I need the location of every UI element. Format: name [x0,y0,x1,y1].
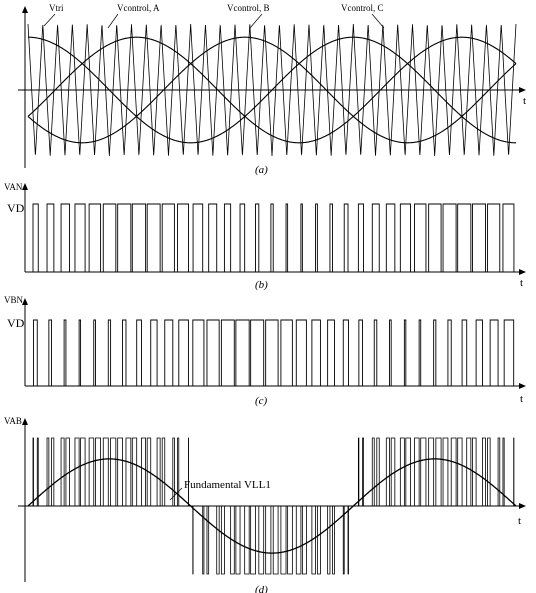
panel-a-axis-t: t [523,95,526,107]
panel-d: VAB t Fundamental VLL1 (d) [4,416,526,593]
panel-d-y-arrow [22,418,28,425]
panel-d-axis-t: t [518,515,521,527]
panel-c-y-label: VBN [4,295,24,305]
panel-b-x-arrow [519,269,526,275]
label-vcontrol-b: Vcontrol, B [227,3,270,13]
panel-a-y-arrow [22,6,28,13]
label-fundamental: Fundamental VLL1 [184,479,271,491]
panel-a-x-arrow [519,87,526,93]
panel-c-axis-t: t [520,393,523,405]
label-vcontrol-a: Vcontrol, A [117,3,160,13]
panel-b-y-label: VAN [4,182,23,192]
panel-b-axis-t: t [520,277,523,289]
panel-d-x-arrow [519,503,526,509]
fundamental-vll1-wave [27,458,517,554]
leader-ctrl-b [249,13,263,29]
panel-c-y-arrow [22,298,28,305]
carrier-triangle-wave [27,23,517,157]
caption-a: (a) [255,164,268,176]
control-wave-a [27,36,517,144]
caption-d: (d) [255,584,268,593]
label-vcontrol-c: Vcontrol, C [341,3,384,13]
panel-b: VAN VD t (b) [4,182,526,291]
caption-b: (b) [255,279,268,291]
panel-a: t Vtri Vcontrol, A Vcontrol, B Vcontrol,… [18,3,526,176]
leader-ctrl-c [371,13,385,29]
panel-c: VBN VD t (c) [4,295,526,407]
caption-c: (c) [255,395,268,407]
panel-d-y-label: VAB [4,416,22,426]
panel-c-x-arrow [519,383,526,389]
label-vtri: Vtri [49,3,64,13]
vab-pulse-train [28,437,516,575]
vbn-pulse-train [28,319,516,387]
leader-fundamental [169,487,183,501]
panel-b-vd-label: VD [7,201,25,215]
leader-ctrl-a [107,13,119,29]
control-wave-c [27,36,517,144]
panel-c-vd-label: VD [7,316,25,330]
leader-tri [43,13,56,27]
panel-b-y-arrow [22,183,28,190]
van-pulse-train [28,203,516,273]
control-wave-b [27,36,517,144]
